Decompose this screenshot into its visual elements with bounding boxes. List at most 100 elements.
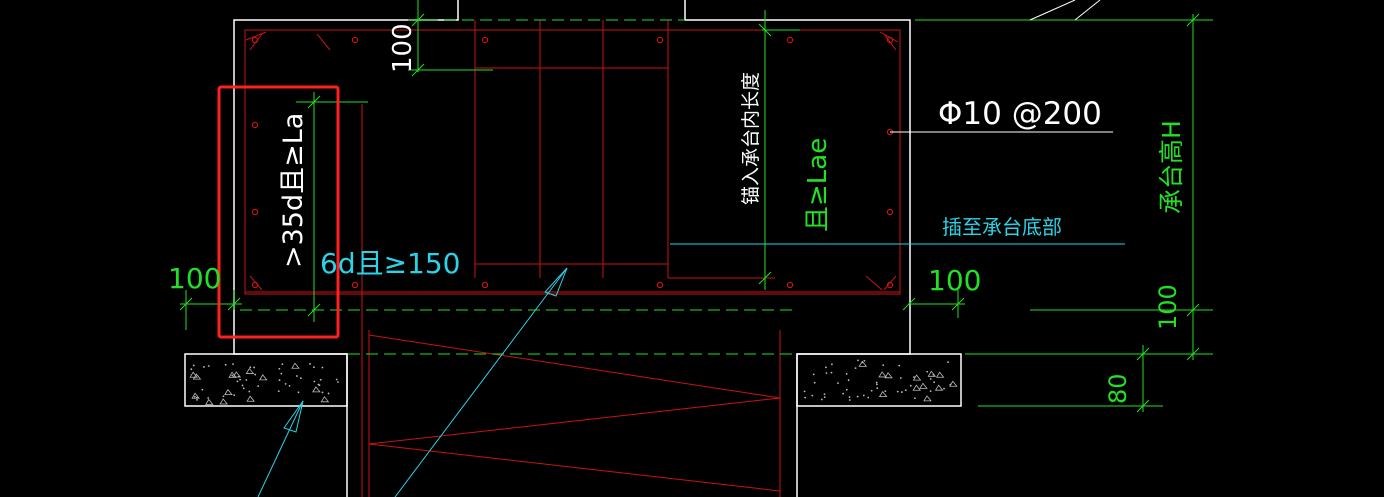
hatch-dot [207,365,210,367]
hatch-mark [192,373,202,380]
hatch-dot [237,375,240,378]
hatch-dot [929,378,932,380]
hatch-mark [245,367,255,374]
hatch-mark [320,396,330,403]
hatch-mark [935,371,945,378]
hatch-dot [193,396,196,398]
hatch-dot [842,392,845,395]
hatch-mark [291,362,300,369]
hatch-mark [912,374,922,381]
hatch-dot [813,381,816,384]
hatch-dot [309,362,311,365]
hatch-mark [949,380,958,387]
hatch-dot [899,377,902,379]
rebar-dot [786,281,794,289]
hatch-dot [321,391,324,394]
hatch-mark [224,388,233,396]
hatch-dot [913,397,916,400]
hatch-dot [870,389,873,392]
hatch-dot [947,361,950,363]
hatch-mark [228,371,237,378]
stirrup-spec-label: Φ10 @200 [938,96,1102,132]
hatch-dot [299,377,302,379]
hatch-dot [854,367,857,370]
hatch-dot [933,381,936,384]
hatch-dot [245,379,248,381]
hatch-dot [804,396,807,399]
rebar-dot [481,36,489,44]
hatch-mark [923,395,932,402]
hatch-mark [191,392,200,399]
hatch-dot [848,399,851,401]
hatch-dot [253,366,256,369]
hatch-dot [313,366,315,369]
hatch-dot [231,374,234,377]
hatch-mark [912,384,922,391]
dim-right-cover-label: 100 [928,264,981,297]
dim-bed-thickness-label: 80 [1104,373,1132,404]
hatch-dot [249,366,252,369]
hatch-dot [196,399,198,401]
hatch-dot [248,390,251,393]
hatch-dot [313,380,316,383]
rebar-dot [886,36,894,44]
hatch-dot [929,390,932,392]
hatch-mark [884,372,893,379]
hatch-mark [232,371,242,378]
hatch-mark [312,386,321,393]
hatch-dot [232,363,234,366]
hatch-dot [900,391,903,393]
hatch-dot [909,384,912,387]
hatch-dot [861,361,864,364]
hatch-dot [867,396,870,399]
hatch-dot [949,383,952,386]
hatch-mark [878,371,887,378]
hatch-dot [820,398,823,401]
hatch-dot [856,395,859,398]
hatch-mark [259,374,268,381]
hatch-mark [205,398,214,405]
hatch-mark [189,371,198,378]
rebar-dot [786,36,794,44]
hatch-dot [943,387,945,390]
hatch-dot [913,376,915,379]
hatch-dot [280,372,283,375]
hatch-mark [927,370,937,377]
hatch-dot [862,394,865,397]
rebar-dot [251,281,259,289]
hatch-dot [811,394,814,397]
hatch-dot [884,390,887,393]
dim-top-cover-label: 100 [388,23,418,73]
hatch-dot [254,373,257,376]
hatch-dot [277,390,280,393]
hatch-dot [882,364,885,367]
hatch-dot [190,368,193,371]
rebar-dot [656,281,664,289]
hatch-dot [823,396,826,398]
hatch-dot [224,363,227,366]
rebar-dots [251,36,894,289]
rebar-dot [351,281,359,289]
hatch-dot [825,372,828,374]
hatch-dot [201,388,204,391]
section-arrow-icon [283,267,568,433]
rebar-dot [251,121,259,129]
rebar-dot [656,36,664,44]
hatch-dot [288,385,291,387]
hatch-dot [845,388,848,391]
hatch-dot [824,366,827,369]
hatch-dot [823,393,826,396]
hatch-dot [278,379,281,382]
dimension-lines [179,0,1213,413]
hatch-dot [321,366,324,369]
hatch-dot [296,375,298,377]
hatch-dot [904,389,907,392]
hatch-dot [830,371,833,374]
concrete-bed-left [184,353,348,407]
hatch-dot [337,381,339,383]
hatch-dot [898,364,901,367]
hatch-dot [242,387,245,390]
hatch-dot [319,378,322,381]
hatch-mark [858,360,868,367]
